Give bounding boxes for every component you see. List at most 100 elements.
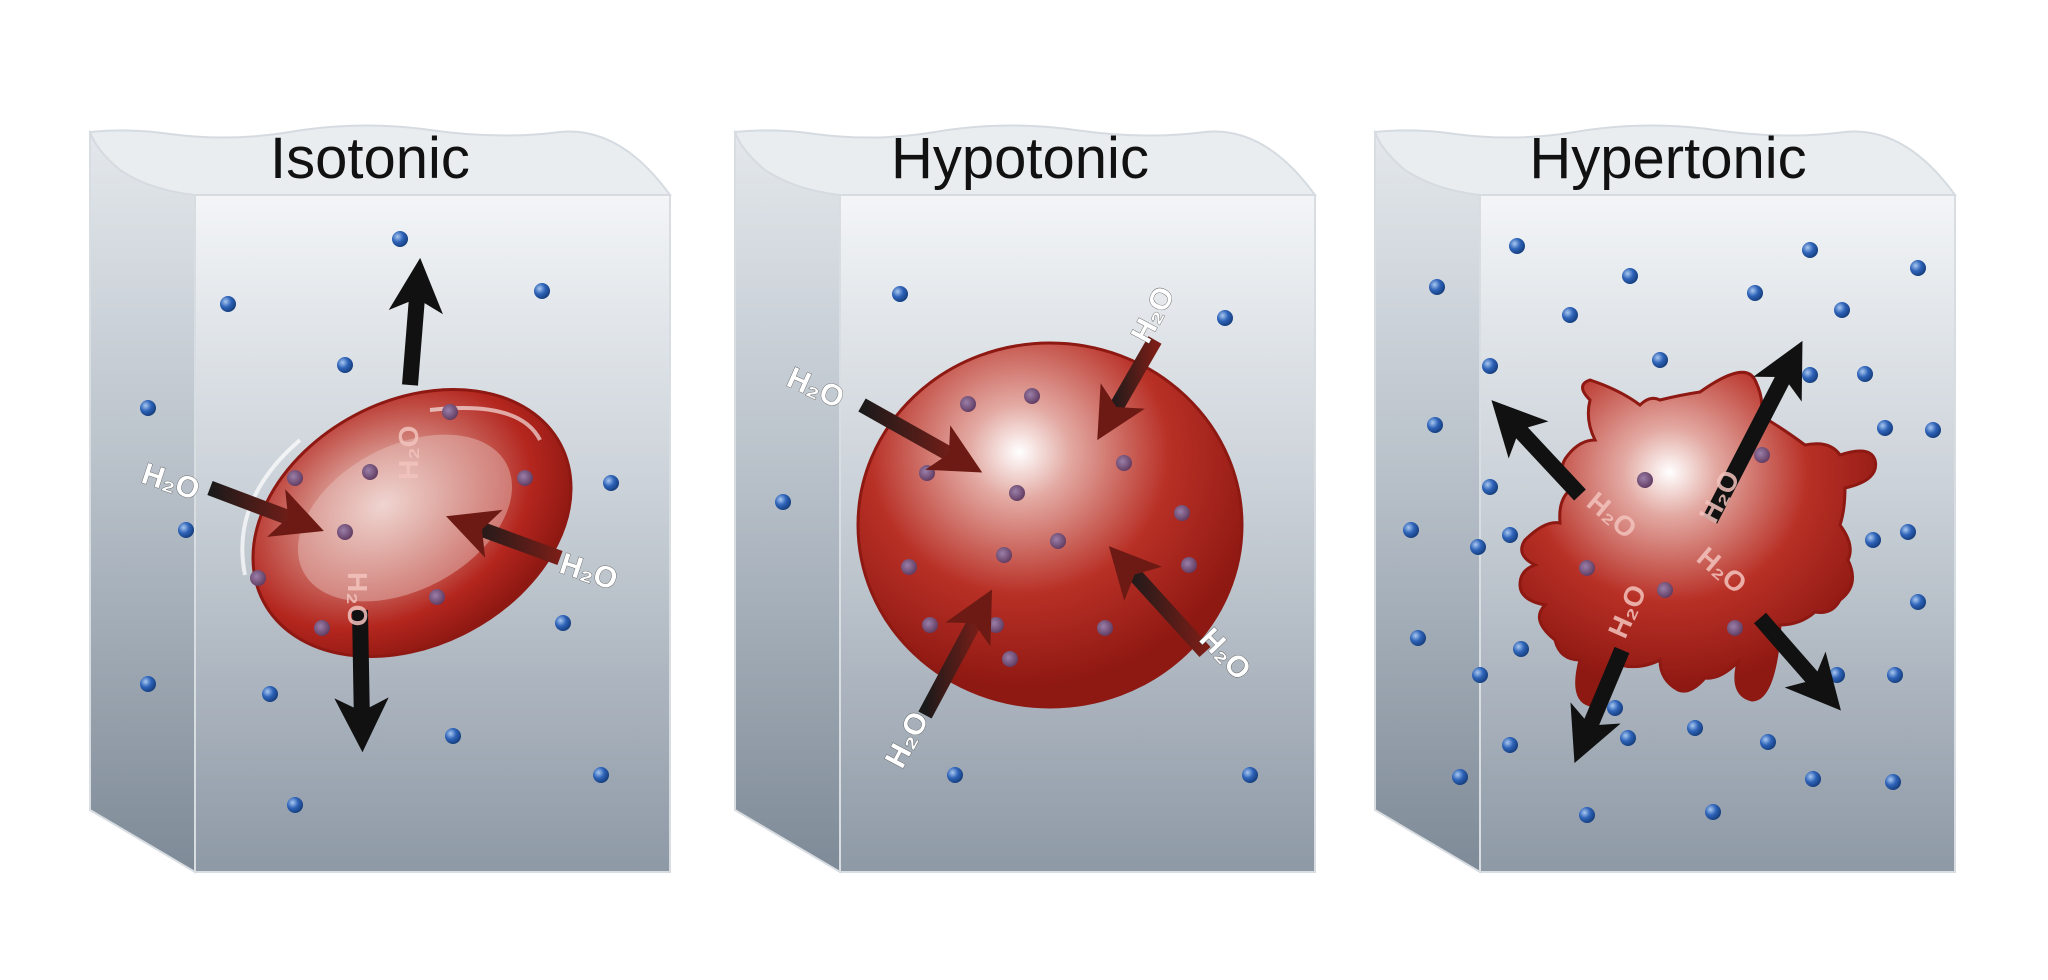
- solute-particle: [1513, 641, 1529, 657]
- panel-title-hypertonic: Hypertonic: [1529, 126, 1806, 191]
- arrow-in-lower-right: [1108, 546, 1211, 658]
- arrow-in-lower-left: [918, 589, 993, 719]
- solute-particle: [1429, 279, 1445, 295]
- solute-particle: [603, 475, 619, 491]
- red-blood-cell-normal: [240, 387, 573, 659]
- solute-particle: [1885, 774, 1901, 790]
- solute-particle: [140, 400, 156, 416]
- solute-particle: [1562, 307, 1578, 323]
- solute-particle-inside: [1754, 447, 1770, 463]
- solute-particle-inside: [919, 465, 935, 481]
- solute-particle: [1502, 737, 1518, 753]
- solute-particle: [392, 231, 408, 247]
- panel-title-hypotonic: Hypotonic: [891, 126, 1149, 191]
- arrow-out-lower-left: [1570, 646, 1630, 764]
- solute-particle: [1470, 539, 1486, 555]
- water-surface: [1373, 124, 1957, 196]
- arrow-out-upper-right: [1702, 340, 1803, 524]
- solute-particle: [1865, 532, 1881, 548]
- solute-particle: [1452, 769, 1468, 785]
- solute-particles-outside: [775, 286, 1258, 783]
- h2o-label-inside: H₂O: [393, 426, 424, 480]
- solute-particle: [1217, 310, 1233, 326]
- solute-particle-inside: [1116, 455, 1132, 471]
- arrow-out-up: [388, 257, 443, 386]
- solute-particle: [1687, 720, 1703, 736]
- solute-particle-inside: [960, 396, 976, 412]
- solute-particle: [1805, 771, 1821, 787]
- solute-particle: [445, 728, 461, 744]
- solute-particle: [1910, 594, 1926, 610]
- solute-particle: [262, 686, 278, 702]
- solute-particle: [1410, 630, 1426, 646]
- solute-particle: [1482, 358, 1498, 374]
- arrow-out-down: [334, 609, 389, 753]
- arrow-in-right: [446, 509, 563, 566]
- solute-particle-inside: [442, 404, 458, 420]
- solute-particle-inside: [362, 464, 378, 480]
- solute-particle: [1427, 417, 1443, 433]
- solute-particle-inside: [1579, 560, 1595, 576]
- solute-particle-inside: [1727, 620, 1743, 636]
- water-surface: [88, 124, 672, 196]
- solute-particle-inside: [1024, 388, 1040, 404]
- h2o-label-inside: H₂O: [342, 572, 373, 626]
- solute-particle-inside: [901, 559, 917, 575]
- solute-particle-inside: [996, 547, 1012, 563]
- solute-particles-outside: [140, 231, 619, 813]
- solute-particle: [1829, 667, 1845, 683]
- solute-particle: [534, 283, 550, 299]
- solute-particle: [140, 676, 156, 692]
- arrow-in-left: [207, 480, 324, 537]
- container-side: [1374, 130, 1481, 874]
- solute-particle-inside: [517, 470, 533, 486]
- panel-title-isotonic: Isotonic: [270, 126, 470, 191]
- solute-particle-inside: [1174, 505, 1190, 521]
- solute-particle: [1620, 730, 1636, 746]
- solute-particle: [1802, 242, 1818, 258]
- solute-particle: [1910, 260, 1926, 276]
- solute-particle: [1579, 807, 1595, 823]
- solute-particle: [1857, 366, 1873, 382]
- solute-particle: [892, 286, 908, 302]
- solute-particle: [1509, 238, 1525, 254]
- solute-particle-inside: [1002, 651, 1018, 667]
- solute-particle-inside: [250, 570, 266, 586]
- solute-particle-inside: [287, 470, 303, 486]
- water-surface: [733, 124, 1317, 196]
- solute-particle-inside: [429, 589, 445, 605]
- solute-particle: [775, 494, 791, 510]
- solute-particle: [1403, 522, 1419, 538]
- solute-particle: [1242, 767, 1258, 783]
- solute-particle: [1472, 667, 1488, 683]
- arrow-in-upper-right: [1097, 336, 1162, 441]
- solute-particle: [1705, 804, 1721, 820]
- solute-particle: [1887, 667, 1903, 683]
- solute-particle: [1622, 268, 1638, 284]
- panel-hypotonic: Hypotonic: [733, 124, 1317, 874]
- solute-particle: [178, 522, 194, 538]
- solute-particle: [1802, 367, 1818, 383]
- solute-particle-inside: [1657, 582, 1673, 598]
- solute-particle: [1652, 352, 1668, 368]
- solute-particle-inside: [1050, 533, 1066, 549]
- solute-particle-inside: [1097, 620, 1113, 636]
- solute-particle: [555, 615, 571, 631]
- panel-isotonic: Isotonic: [88, 124, 672, 874]
- solute-particle-inside: [988, 617, 1004, 633]
- solute-particle: [287, 797, 303, 813]
- solute-particle: [1502, 527, 1518, 543]
- solute-particle: [593, 767, 609, 783]
- solute-particles-outside: [1403, 238, 1941, 823]
- solute-particle-inside: [314, 620, 330, 636]
- red-blood-cell-swollen: [856, 341, 1244, 709]
- arrow-in-upper-left: [858, 398, 983, 473]
- arrow-out-lower-right: [1753, 612, 1841, 711]
- solute-particle: [1607, 700, 1623, 716]
- solute-particle: [337, 357, 353, 373]
- solute-particle-inside: [1009, 485, 1025, 501]
- solute-particle-inside: [1181, 557, 1197, 573]
- panel-hypertonic: Hypertonic: [1373, 124, 1957, 874]
- solute-particle-inside: [1637, 472, 1653, 488]
